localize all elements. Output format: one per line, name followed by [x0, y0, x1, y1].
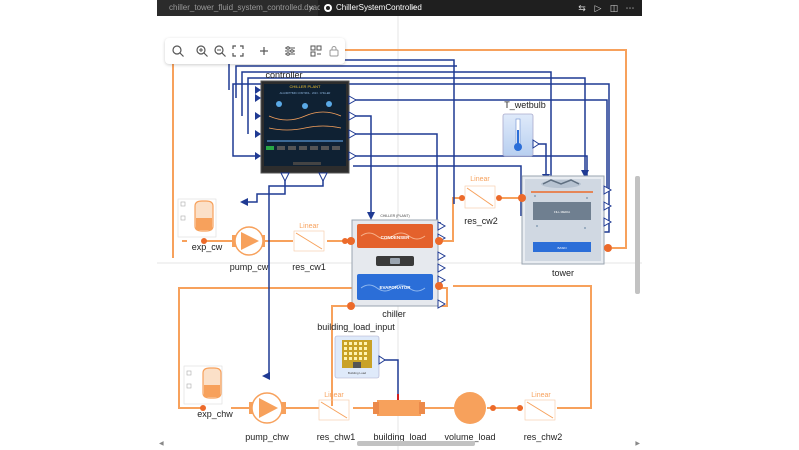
dyad-logo-icon — [324, 4, 332, 12]
diagram-canvas[interactable]: controller CHILLER PLANT ALGORITHMIC CON… — [157, 16, 642, 450]
tab-dyad-file[interactable]: chiller_tower_fluid_system_controlled.dy… — [157, 0, 322, 16]
tab-label: chiller_tower_fluid_system_controlled.dy… — [169, 3, 322, 12]
search-icon[interactable] — [171, 44, 185, 58]
condenser-label: CONDENSER — [381, 235, 411, 240]
run-icon[interactable]: ▷ — [594, 3, 602, 13]
exp-chw-label: exp_chw — [197, 409, 233, 419]
controller-block[interactable]: controller CHILLER PLANT ALGORITHMIC CON… — [255, 70, 358, 183]
building-load-input-block[interactable]: building_load_input Building Load — [317, 322, 395, 379]
zoom-out-icon[interactable] — [213, 44, 227, 58]
add-icon[interactable] — [257, 44, 271, 58]
res-cw2-label: res_cw2 — [464, 216, 498, 226]
controller-screen-title: CHILLER PLANT — [290, 84, 321, 89]
building-load-input-label: building_load_input — [317, 322, 395, 332]
res-chw2-kind: Linear — [531, 392, 551, 399]
lock-icon[interactable] — [327, 44, 341, 58]
tower-basin-label: BASIN — [557, 246, 566, 250]
tower-block[interactable]: FILL MEDIA BASIN tower — [518, 175, 613, 278]
controller-screen-subtitle: ALGORITHMIC CONTROL · 2023 · CHILLER — [280, 92, 331, 95]
res-chw2-label: res_chw2 — [524, 432, 563, 442]
pump-chw-block[interactable]: pump_chw — [245, 392, 289, 442]
evaporator-label: EVAPORATOR — [379, 285, 411, 290]
compare-icon[interactable]: ⇆ — [578, 3, 586, 13]
t-wetbulb-label: T_wetbulb — [504, 100, 546, 110]
pump-cw-label: pump_cw — [230, 262, 269, 272]
tower-label: tower — [552, 268, 574, 278]
split-icon[interactable]: ◫ — [609, 3, 619, 13]
exp-cw-label: exp_cw — [192, 242, 223, 252]
exp-cw-block[interactable]: exp_cw — [177, 198, 223, 252]
layout-icon[interactable] — [309, 44, 323, 58]
res-cw2-block[interactable]: Linear res_cw2 — [459, 176, 502, 226]
tab-chiller-system-controlled[interactable]: ChillerSystemControlled × — [320, 0, 422, 16]
building-load-input-caption: Building Load — [348, 371, 367, 375]
pump-chw-label: pump_chw — [245, 432, 289, 442]
window-actions: ⇆ ▷ ◫ ⋯ — [572, 0, 642, 16]
more-icon[interactable]: ⋯ — [625, 3, 635, 13]
chiller-block[interactable]: CHILLER (PLANT) CONDENSER EVAPORATOR chi… — [347, 214, 447, 319]
close-icon[interactable]: × — [410, 3, 416, 13]
diagram-toolbar — [165, 38, 345, 64]
settings-sliders-icon[interactable] — [283, 44, 297, 58]
res-cw2-kind: Linear — [470, 176, 490, 183]
res-chw1-block[interactable]: Linear res_chw1 — [317, 392, 356, 442]
zoom-in-icon[interactable] — [195, 44, 209, 58]
res-cw1-label: res_cw1 — [292, 262, 326, 272]
res-chw2-block[interactable]: Linear res_chw2 — [517, 392, 562, 442]
tower-fill-label: FILL MEDIA — [554, 210, 570, 214]
exp-chw-block[interactable]: exp_chw — [183, 365, 233, 419]
fit-icon[interactable] — [231, 44, 245, 58]
tab-label: ChillerSystemControlled — [336, 3, 422, 12]
res-cw1-kind: Linear — [299, 223, 319, 230]
chiller-header: CHILLER (PLANT) — [380, 214, 409, 218]
horizontal-scrollbar[interactable] — [357, 441, 475, 446]
t-wetbulb-block[interactable]: T_wetbulb — [502, 100, 546, 157]
pump-cw-block[interactable]: pump_cw — [230, 226, 269, 272]
res-cw1-block[interactable]: Linear res_cw1 — [292, 223, 326, 272]
tab-bar: chiller_tower_fluid_system_controlled.dy… — [157, 0, 642, 16]
volume-load-block[interactable]: volume_load — [444, 392, 496, 442]
editor-window: chiller_tower_fluid_system_controlled.dy… — [157, 0, 642, 450]
controller-label: controller — [265, 70, 302, 80]
res-chw1-kind: Linear — [324, 392, 344, 399]
close-icon[interactable]: × — [308, 3, 314, 13]
res-chw1-label: res_chw1 — [317, 432, 356, 442]
scroll-left-icon[interactable]: ◀ — [159, 441, 164, 447]
diagram-svg: controller CHILLER PLANT ALGORITHMIC CON… — [157, 16, 642, 450]
building-load-label: building_load — [373, 432, 426, 442]
chiller-label: chiller — [382, 309, 406, 319]
scroll-right-icon[interactable]: ▶ — [635, 441, 640, 447]
vertical-scrollbar[interactable] — [635, 176, 640, 294]
building-load-block[interactable]: building_load — [373, 400, 427, 442]
volume-load-label: volume_load — [444, 432, 495, 442]
